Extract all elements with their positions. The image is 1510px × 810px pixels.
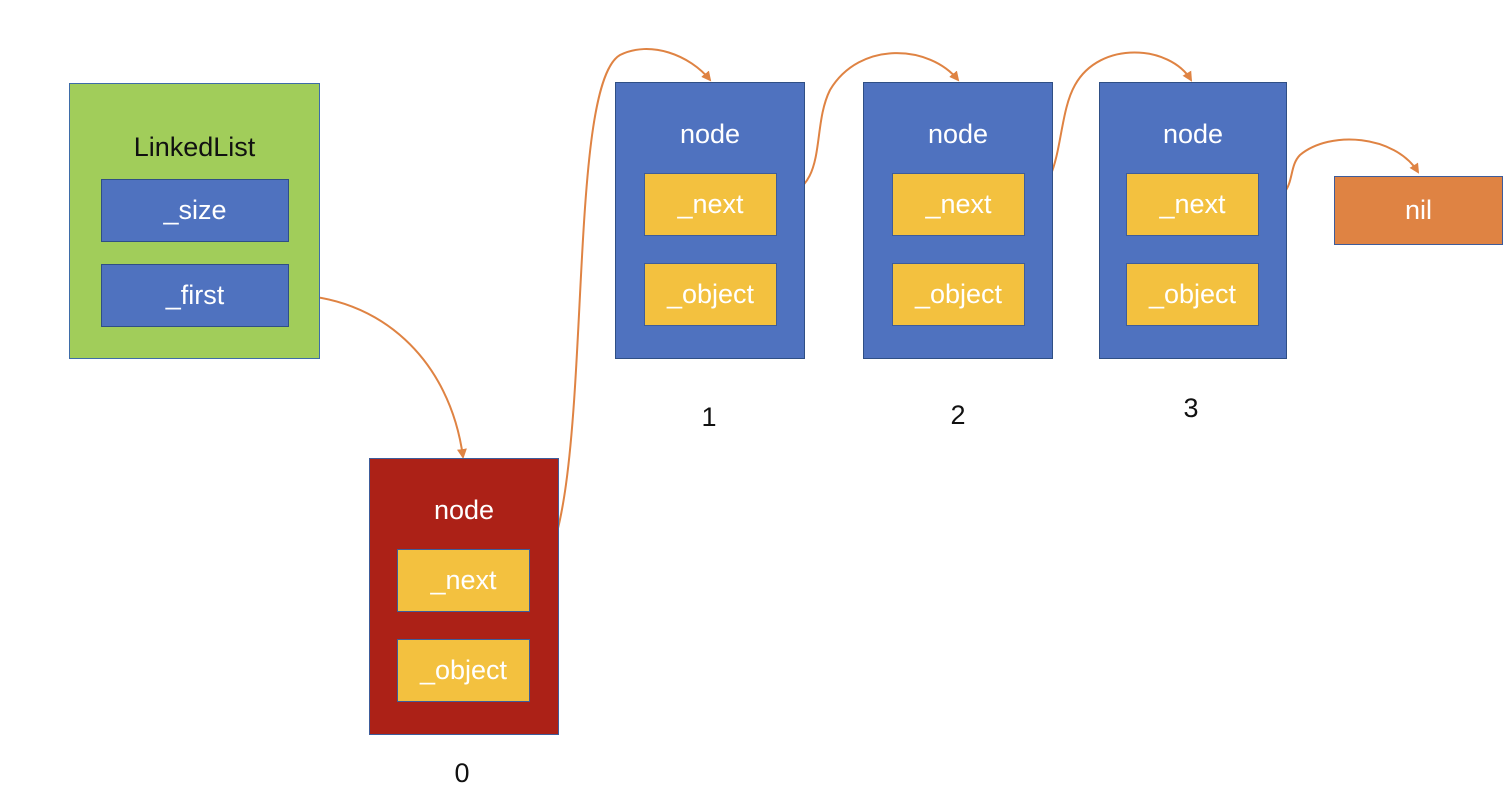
- node-3-next-field: _next: [1126, 173, 1259, 236]
- node-3-index: 3: [1183, 393, 1199, 423]
- node-2-title: node: [927, 119, 989, 149]
- linked-list-title: LinkedList: [133, 132, 256, 162]
- node-2-object-field: _object: [892, 263, 1025, 326]
- node-1-object-field: _object: [644, 263, 777, 326]
- node-1-next-field: _next: [644, 173, 777, 236]
- first-field: _first: [101, 264, 289, 327]
- node-1: node _next _object: [615, 82, 805, 359]
- node-0: node _next _object: [369, 458, 559, 735]
- node-2: node _next _object: [863, 82, 1053, 359]
- node-3-object-field: _object: [1126, 263, 1259, 326]
- node-0-next-field: _next: [397, 549, 530, 612]
- node-0-object-field: _object: [397, 639, 530, 702]
- node-2-index: 2: [950, 400, 966, 430]
- size-field: _size: [101, 179, 289, 242]
- node-1-title: node: [679, 119, 741, 149]
- node-3: node _next _object: [1099, 82, 1287, 359]
- node-3-title: node: [1162, 119, 1224, 149]
- node-0-index: 0: [454, 758, 470, 788]
- node-0-title: node: [433, 495, 495, 525]
- linked-list-box: LinkedList _size _first: [69, 83, 320, 359]
- nil-box: nil: [1334, 176, 1503, 245]
- node-2-next-field: _next: [892, 173, 1025, 236]
- node-1-index: 1: [701, 402, 717, 432]
